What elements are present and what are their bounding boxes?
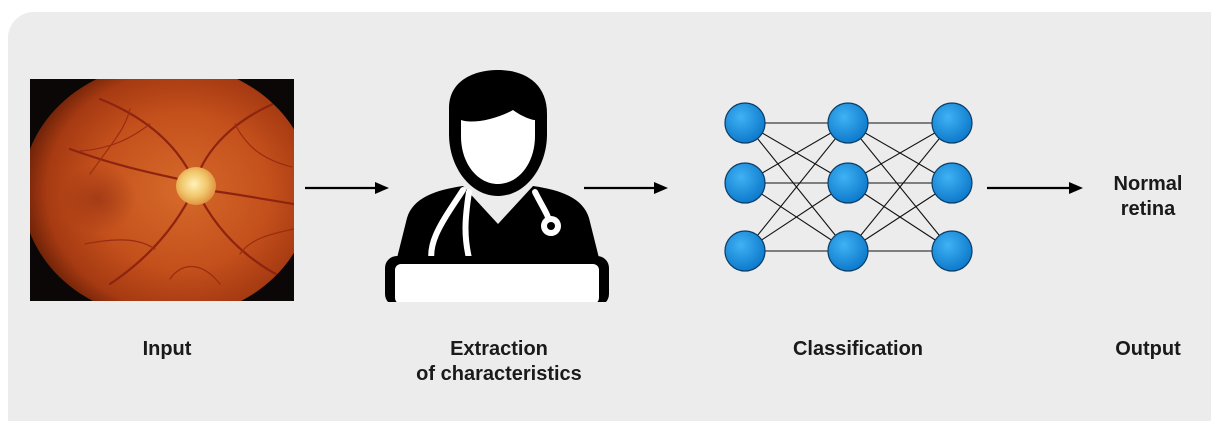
network-node <box>827 162 869 204</box>
network-connection <box>744 122 849 252</box>
retina-fundus-image <box>30 79 294 301</box>
result-line-1: Normal <box>1113 173 1183 195</box>
network-connection <box>847 122 953 252</box>
arrow-input-to-extraction <box>305 182 389 194</box>
caption-classification: Classification <box>792 338 924 360</box>
output-result: Normal retina <box>1093 172 1203 222</box>
network-connection <box>847 182 953 252</box>
caption-output: Output <box>1115 338 1181 360</box>
network-node <box>724 230 766 272</box>
caption-input: Input <box>142 338 192 360</box>
network-node <box>724 102 766 144</box>
arrow-classification-to-output <box>987 182 1083 194</box>
network-node <box>931 102 973 144</box>
result-line-2: retina <box>1120 198 1176 220</box>
doctor-with-laptop-icon <box>385 70 609 302</box>
caption-extraction-line-2: of characteristics <box>416 363 582 385</box>
network-node <box>724 162 766 204</box>
network-node <box>827 230 869 272</box>
caption-extraction: Extraction of characteristics <box>392 337 606 387</box>
arrow-extraction-to-classification <box>584 182 668 194</box>
network-node <box>931 162 973 204</box>
caption-extraction-line-1: Extraction <box>450 338 548 360</box>
network-node <box>931 230 973 272</box>
network-node <box>827 102 869 144</box>
neural-network-icon <box>724 102 973 272</box>
